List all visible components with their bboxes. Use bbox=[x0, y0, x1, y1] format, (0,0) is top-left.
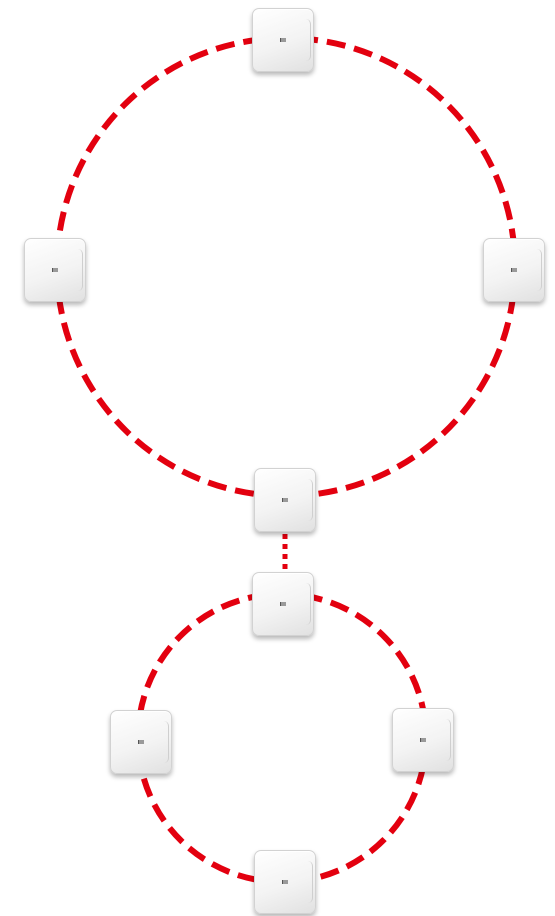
network-node-icon bbox=[282, 498, 288, 502]
network-node-icon bbox=[420, 738, 426, 742]
network-node-icon bbox=[52, 268, 58, 272]
network-node-icon bbox=[280, 602, 286, 606]
node-upper-top[interactable] bbox=[252, 8, 314, 72]
ring-upper-path bbox=[54, 35, 518, 499]
node-lower-right[interactable] bbox=[392, 708, 454, 772]
node-upper-bottom[interactable] bbox=[254, 468, 316, 532]
node-lower-bottom[interactable] bbox=[254, 850, 316, 914]
network-node-icon bbox=[511, 268, 517, 272]
node-upper-left[interactable] bbox=[24, 238, 86, 302]
node-lower-top[interactable] bbox=[252, 572, 314, 636]
network-node-icon bbox=[138, 740, 144, 744]
node-upper-right[interactable] bbox=[483, 238, 545, 302]
network-node-icon bbox=[282, 880, 288, 884]
ring-lower-path bbox=[135, 591, 429, 885]
node-lower-left[interactable] bbox=[110, 710, 172, 774]
network-node-icon bbox=[280, 38, 286, 42]
